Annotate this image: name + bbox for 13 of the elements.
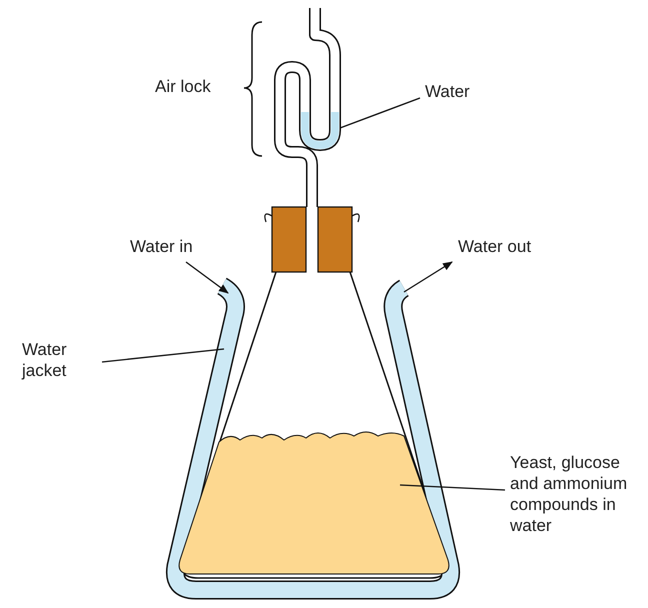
callout-label: Yeast, glucose and ammonium compounds in water [510, 452, 646, 536]
leader-line [400, 484, 506, 491]
callout-label: Water jacket [22, 339, 102, 381]
arrow [186, 261, 229, 294]
callout-label: Water [425, 81, 505, 102]
arrow [404, 261, 453, 293]
airlock-water [301, 112, 339, 149]
water-jacket [166, 278, 460, 600]
leader-line [340, 97, 420, 129]
callout-label: Water in [130, 236, 220, 257]
leader-line [102, 348, 224, 363]
part-label: Air lock [155, 76, 211, 97]
callout-label: Water out [458, 236, 558, 257]
